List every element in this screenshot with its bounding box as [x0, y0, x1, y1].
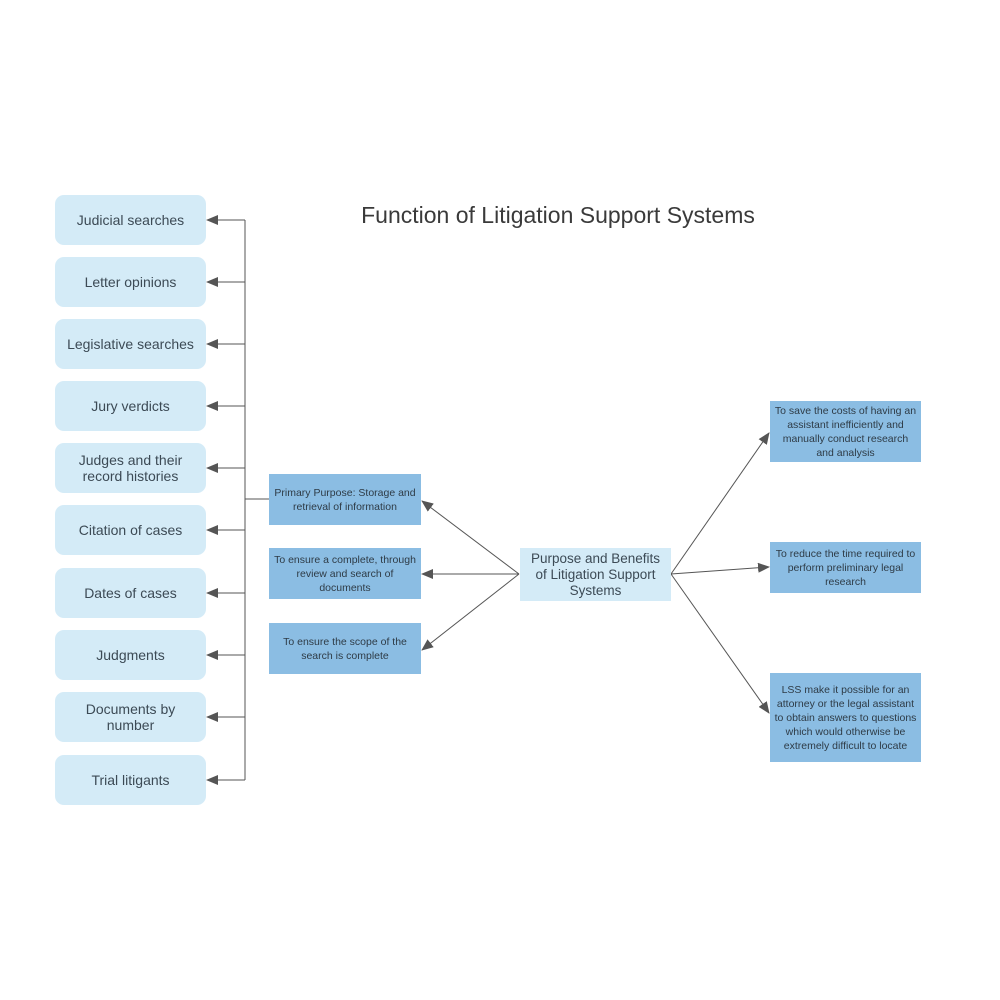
arrow-to-right-item: [670, 432, 770, 575]
left-item-jury-verdicts[interactable]: Jury verdicts: [55, 381, 206, 431]
arrow-to-right-item: [670, 562, 770, 575]
left-item-label: Judgments: [96, 647, 165, 663]
right-item-label: To save the costs of having an assistant…: [774, 404, 917, 459]
middle-item-complete-review[interactable]: To ensure a complete, through review and…: [269, 548, 421, 599]
center-node-label: Purpose and Benefits of Litigation Suppo…: [530, 550, 661, 598]
right-item-obtain-answers[interactable]: LSS make it possible for an attorney or …: [770, 673, 921, 762]
left-item-judgments[interactable]: Judgments: [55, 630, 206, 680]
right-item-label: To reduce the time required to perform p…: [775, 547, 916, 588]
left-item-citation-of-cases[interactable]: Citation of cases: [55, 505, 206, 555]
left-item-judicial-searches[interactable]: Judicial searches: [55, 195, 206, 245]
arrow-to-right-item: [670, 573, 770, 714]
middle-item-search-scope[interactable]: To ensure the scope of the search is com…: [269, 623, 421, 674]
right-item-save-costs[interactable]: To save the costs of having an assistant…: [770, 401, 921, 462]
arrow-to-middle-item: [421, 500, 520, 575]
right-item-label: LSS make it possible for an attorney or …: [774, 683, 917, 752]
middle-item-primary-purpose[interactable]: Primary Purpose: Storage and retrieval o…: [269, 474, 421, 525]
right-item-reduce-time[interactable]: To reduce the time required to perform p…: [770, 542, 921, 593]
left-item-judges-record-histories[interactable]: Judges and their record histories: [55, 443, 206, 493]
middle-item-label: To ensure a complete, through review and…: [274, 553, 416, 594]
left-item-label: Dates of cases: [84, 585, 177, 601]
left-item-label: Judges and their record histories: [78, 452, 183, 484]
left-item-documents-by-number[interactable]: Documents by number: [55, 692, 206, 742]
left-item-label: Jury verdicts: [91, 398, 170, 414]
middle-item-label: To ensure the scope of the search is com…: [283, 635, 407, 662]
left-item-label: Legislative searches: [67, 336, 194, 352]
left-item-trial-litigants[interactable]: Trial litigants: [55, 755, 206, 805]
arrow-to-middle-item: [421, 573, 520, 651]
diagram-title: Function of Litigation Support Systems: [361, 202, 755, 228]
left-item-label: Citation of cases: [78, 522, 183, 538]
center-node-purpose-benefits[interactable]: Purpose and Benefits of Litigation Suppo…: [520, 548, 671, 601]
left-item-label: Judicial searches: [76, 212, 185, 228]
middle-item-label: Primary Purpose: Storage and retrieval o…: [274, 486, 416, 513]
left-item-label: Documents by number: [85, 701, 176, 733]
left-item-label: Letter opinions: [84, 274, 177, 290]
left-item-letter-opinions[interactable]: Letter opinions: [55, 257, 206, 307]
left-item-dates-of-cases[interactable]: Dates of cases: [55, 568, 206, 618]
left-item-legislative-searches[interactable]: Legislative searches: [55, 319, 206, 369]
left-item-label: Trial litigants: [91, 772, 170, 788]
